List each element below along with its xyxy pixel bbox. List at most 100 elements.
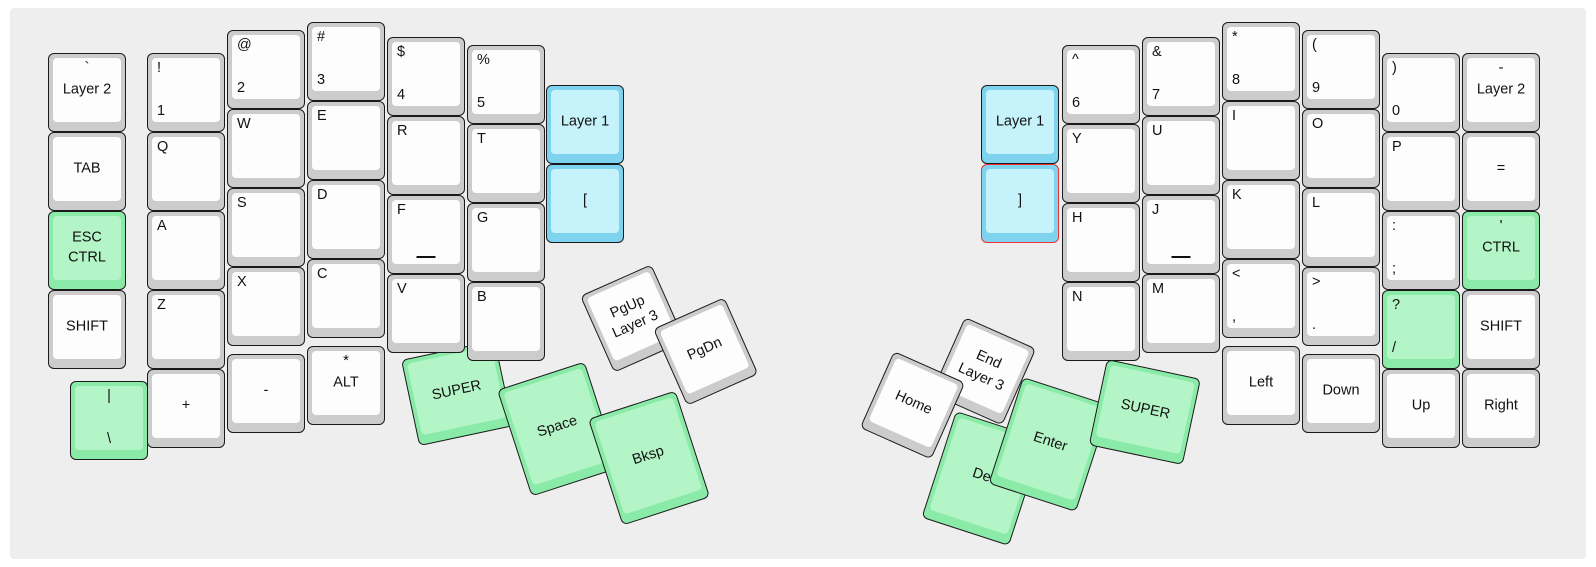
key-legend-main: M bbox=[1152, 281, 1165, 297]
key-legend-top: * bbox=[1232, 29, 1238, 45]
key-right-half-pinky-key[interactable]: ?/ bbox=[1382, 290, 1460, 369]
key-left-half-pinky-outer-layer-2[interactable]: `Layer 2 bbox=[48, 53, 126, 132]
key-legend-top: ? bbox=[1392, 297, 1401, 313]
key-right-half-pinky-outer-layer-2[interactable]: -Layer 2 bbox=[1462, 53, 1540, 132]
key-legend-main: Z bbox=[157, 297, 166, 313]
key-left-half-ring-w[interactable]: W bbox=[227, 109, 305, 188]
key-right-half-middle-left[interactable]: Left bbox=[1222, 346, 1300, 425]
key-right-half-middle-i[interactable]: I bbox=[1222, 101, 1300, 180]
key-cap: [ bbox=[551, 169, 619, 233]
key-left-half-pinky-outer-shift[interactable]: SHIFT bbox=[48, 290, 126, 369]
key-cap: ^6 bbox=[1067, 50, 1135, 114]
key-right-half-pinky-outer-key[interactable]: = bbox=[1462, 132, 1540, 211]
key-legend-main: - bbox=[263, 382, 269, 399]
key-legend-main: / bbox=[1392, 339, 1397, 356]
key-left-half-middle-d[interactable]: D bbox=[307, 180, 385, 259]
key-legend-main: PgDn bbox=[684, 333, 725, 364]
key-legend-main: F bbox=[397, 202, 406, 218]
key-right-half-thumb-super[interactable]: SUPER bbox=[1088, 359, 1201, 466]
key-legend-main: 8 bbox=[1232, 71, 1241, 88]
key-left-half-index-4[interactable]: $4 bbox=[387, 37, 465, 116]
key-cap: Q bbox=[152, 137, 220, 201]
key-legend-main: Up bbox=[1411, 397, 1431, 414]
key-left-half-pinky-1[interactable]: !1 bbox=[147, 53, 225, 132]
key-left-half-middle-c[interactable]: C bbox=[307, 259, 385, 338]
key-cap: Layer 1 bbox=[551, 90, 619, 154]
key-left-half-pinky-outer-key[interactable]: |\ bbox=[70, 381, 148, 460]
key-legend-top: % bbox=[477, 52, 490, 68]
key-right-half-index-inner-n[interactable]: N bbox=[1062, 282, 1140, 361]
key-right-half-index-u[interactable]: U bbox=[1142, 116, 1220, 195]
key-left-half-middle-3[interactable]: #3 bbox=[307, 22, 385, 101]
key-right-half-ring-9[interactable]: (9 bbox=[1302, 30, 1380, 109]
key-legend-main: Space bbox=[535, 412, 580, 441]
key-right-half-index-7[interactable]: &7 bbox=[1142, 37, 1220, 116]
key-left-half-ring-s[interactable]: S bbox=[227, 188, 305, 267]
key-legend-main: Home bbox=[892, 387, 935, 418]
key-left-half-middle-alt[interactable]: *ALT bbox=[307, 346, 385, 425]
key-left-half-middle-e[interactable]: E bbox=[307, 101, 385, 180]
key-left-half-inner-extra-key[interactable]: [ bbox=[546, 164, 624, 243]
key-legend-main: CTRL bbox=[1482, 239, 1520, 256]
key-right-half-index-inner-6[interactable]: ^6 bbox=[1062, 45, 1140, 124]
key-cap: `Layer 2 bbox=[53, 58, 121, 122]
key-left-half-index-v[interactable]: V bbox=[387, 274, 465, 353]
key-cap: *ALT bbox=[312, 351, 380, 415]
key-right-half-index-inner-y[interactable]: Y bbox=[1062, 124, 1140, 203]
key-cap: *8 bbox=[1227, 27, 1295, 91]
key-left-half-index-inner-g[interactable]: G bbox=[467, 203, 545, 282]
key-right-half-index-m[interactable]: M bbox=[1142, 274, 1220, 353]
key-cap: L bbox=[1307, 193, 1375, 257]
key-right-half-pinky-outer-right[interactable]: Right bbox=[1462, 369, 1540, 448]
key-right-half-middle-k[interactable]: K bbox=[1222, 180, 1300, 259]
key-cap: I bbox=[1227, 106, 1295, 170]
key-right-half-ring-key[interactable]: >. bbox=[1302, 267, 1380, 346]
key-left-half-pinky-z[interactable]: Z bbox=[147, 290, 225, 369]
key-left-half-thumb-bksp[interactable]: Bksp bbox=[588, 390, 711, 526]
key-cap: (9 bbox=[1307, 35, 1375, 99]
key-legend-main: 4 bbox=[397, 86, 406, 103]
key-right-half-index-inner-h[interactable]: H bbox=[1062, 203, 1140, 282]
key-right-half-pinky-up[interactable]: Up bbox=[1382, 369, 1460, 448]
key-left-half-ring-key[interactable]: - bbox=[227, 354, 305, 433]
key-left-half-inner-extra-layer-1[interactable]: Layer 1 bbox=[546, 85, 624, 164]
key-left-half-index-inner-t[interactable]: T bbox=[467, 124, 545, 203]
key-left-half-index-inner-5[interactable]: %5 bbox=[467, 45, 545, 124]
key-right-half-inner-extra-layer-1[interactable]: Layer 1 bbox=[981, 85, 1059, 164]
key-right-half-index-j[interactable]: J bbox=[1142, 195, 1220, 274]
key-left-half-index-f[interactable]: F bbox=[387, 195, 465, 274]
key-right-half-ring-down[interactable]: Down bbox=[1302, 354, 1380, 433]
key-left-half-pinky-outer-tab[interactable]: TAB bbox=[48, 132, 126, 211]
key-cap: -Layer 2 bbox=[1467, 58, 1535, 122]
key-cap: Right bbox=[1467, 374, 1535, 438]
key-right-half-pinky-outer-shift[interactable]: SHIFT bbox=[1462, 290, 1540, 369]
key-legend-top: | bbox=[107, 388, 111, 404]
key-left-half-index-inner-b[interactable]: B bbox=[467, 282, 545, 361]
key-legend-main: O bbox=[1312, 116, 1324, 132]
key-right-half-pinky-p[interactable]: P bbox=[1382, 132, 1460, 211]
key-right-half-inner-extra-key[interactable]: ] bbox=[981, 164, 1059, 243]
key-left-half-index-r[interactable]: R bbox=[387, 116, 465, 195]
key-right-half-ring-o[interactable]: O bbox=[1302, 109, 1380, 188]
key-right-half-pinky-outer-ctrl[interactable]: 'CTRL bbox=[1462, 211, 1540, 290]
key-legend-main: SUPER bbox=[430, 376, 483, 404]
key-left-half-pinky-q[interactable]: Q bbox=[147, 132, 225, 211]
key-right-half-pinky-0[interactable]: )0 bbox=[1382, 53, 1460, 132]
key-right-half-middle-8[interactable]: *8 bbox=[1222, 22, 1300, 101]
key-left-half-ring-x[interactable]: X bbox=[227, 267, 305, 346]
key-left-half-ring-2[interactable]: @2 bbox=[227, 30, 305, 109]
key-left-half-pinky-key[interactable]: + bbox=[147, 369, 225, 448]
key-right-half-middle-key[interactable]: <, bbox=[1222, 259, 1300, 338]
key-legend-main: Bksp bbox=[630, 442, 666, 468]
key-left-half-pinky-a[interactable]: A bbox=[147, 211, 225, 290]
key-cap: N bbox=[1067, 287, 1135, 351]
key-legend-main: H bbox=[1072, 210, 1083, 226]
key-right-half-ring-l[interactable]: L bbox=[1302, 188, 1380, 267]
key-right-half-pinky-key[interactable]: :; bbox=[1382, 211, 1460, 290]
key-cap: D bbox=[312, 185, 380, 249]
key-cap: O bbox=[1307, 114, 1375, 178]
key-legend-main: Left bbox=[1248, 374, 1274, 391]
key-cap: !1 bbox=[152, 58, 220, 122]
